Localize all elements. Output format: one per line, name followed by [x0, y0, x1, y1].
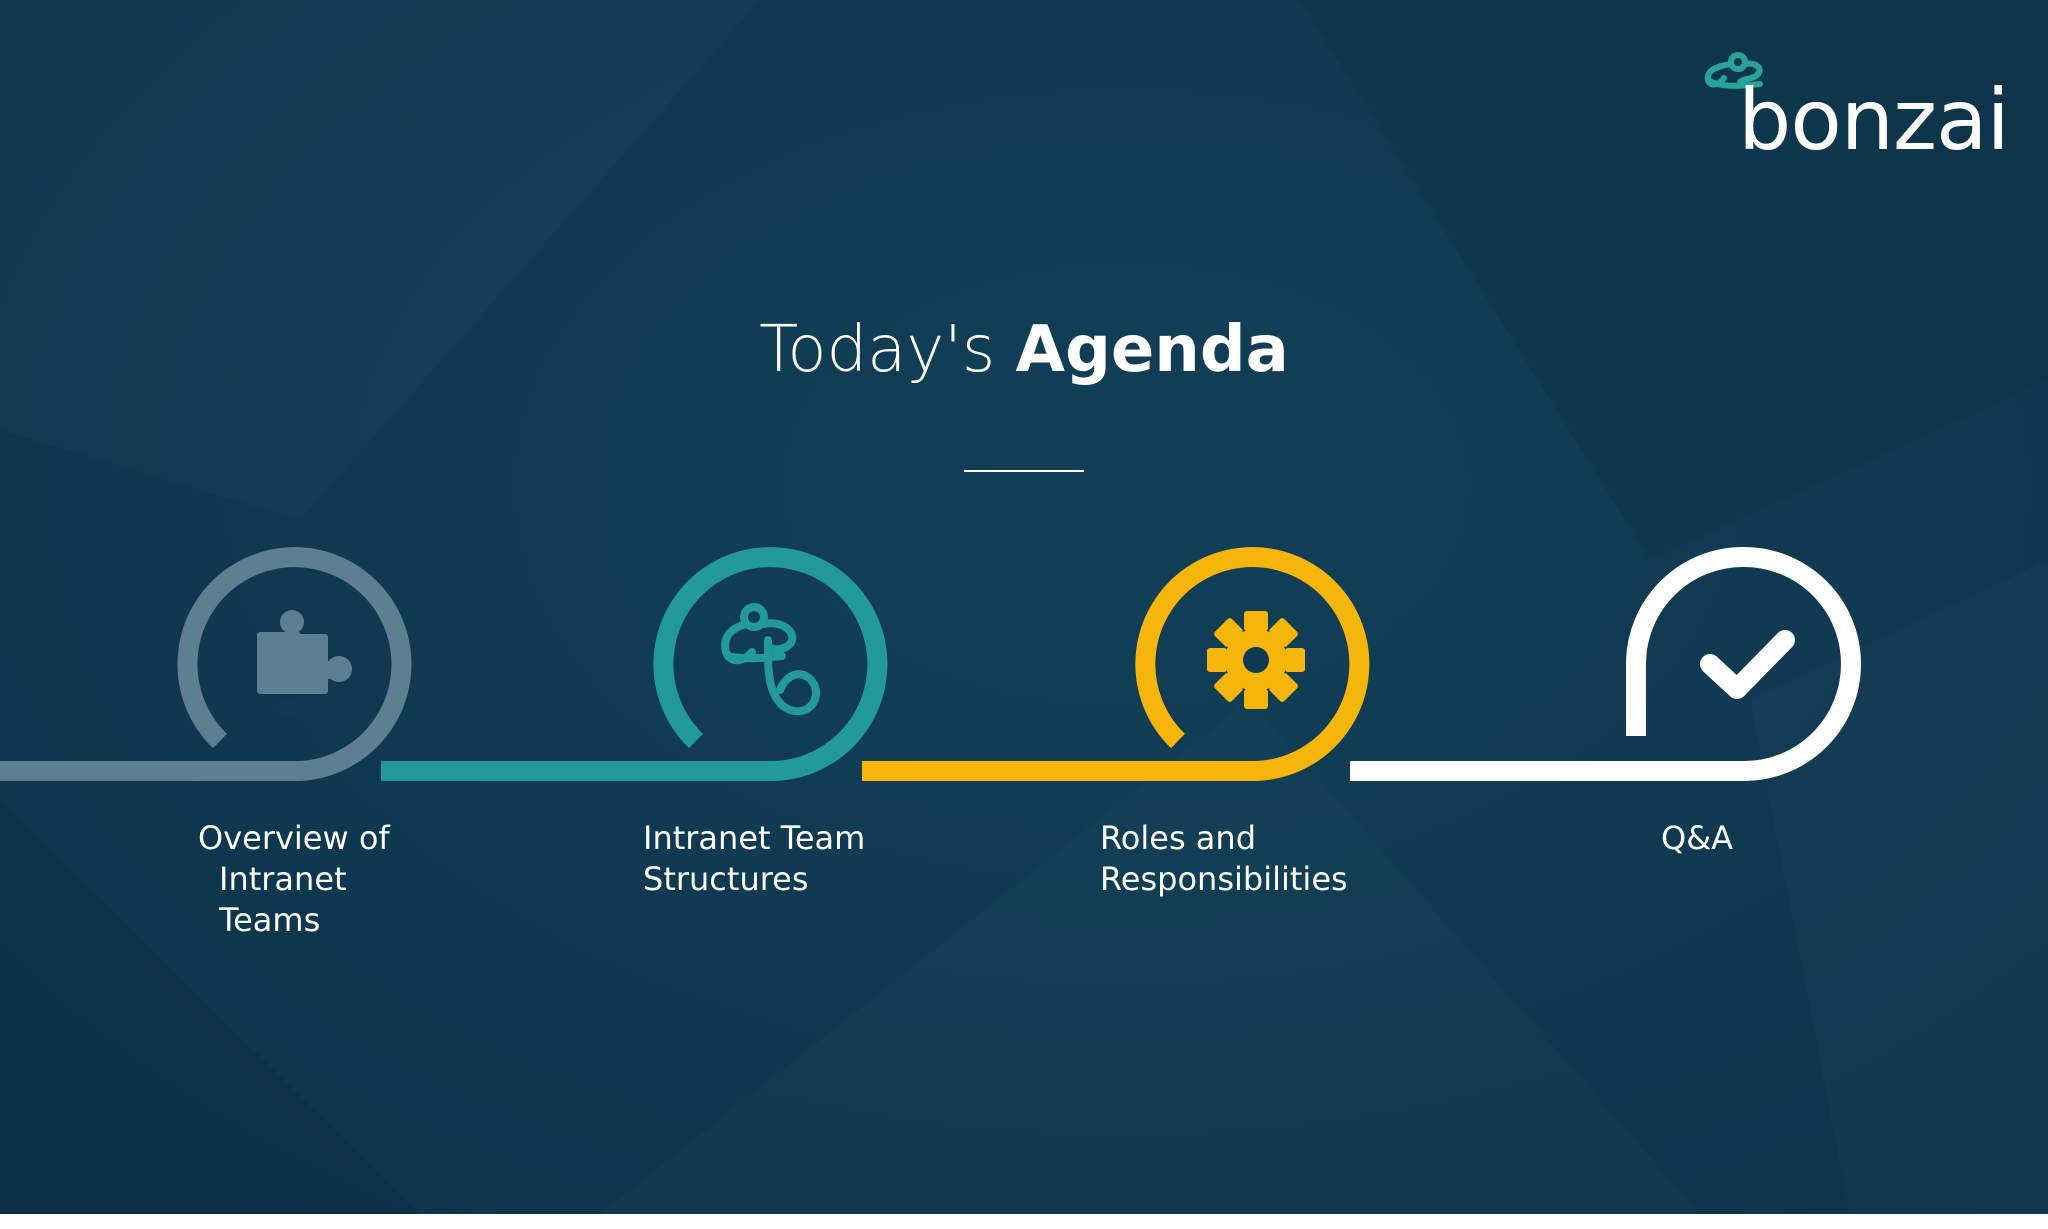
agenda-item-line: Q&A: [1661, 819, 1734, 857]
title-divider: [964, 470, 1084, 472]
bottom-strip: [0, 1214, 2048, 1229]
timeline-segment-2: [381, 547, 888, 781]
gear-icon: [1207, 611, 1305, 709]
agenda-item-line: Structures: [643, 860, 809, 898]
timeline-segment-3: [862, 547, 1370, 781]
agenda-item-line: Overview of: [198, 819, 390, 857]
title-bold: Agenda: [1015, 313, 1289, 387]
bonzai-mark-icon: [721, 603, 821, 716]
agenda-item-line: Intranet Team: [643, 819, 866, 857]
agenda-item-line: Roles and: [1100, 819, 1256, 857]
agenda-item-label-2: Intranet Team Structures: [643, 818, 865, 900]
agenda-item-label-3: Roles and Responsibilities: [1100, 818, 1348, 900]
title-light: Today's: [759, 313, 1016, 387]
agenda-item-line: Teams: [219, 901, 321, 939]
agenda-item-line: Intranet: [219, 860, 347, 898]
bonzai-logo: bonzai: [1700, 48, 2010, 168]
timeline-segment-1: [0, 547, 412, 781]
bonzai-mark-icon: [1704, 52, 1763, 89]
agenda-timeline: [0, 546, 1861, 781]
agenda-item-label-1: Overview of Intranet Teams: [198, 818, 390, 941]
brand-name: bonzai: [1738, 71, 2010, 169]
checkmark-icon: [1700, 630, 1795, 699]
agenda-item-line: Responsibilities: [1100, 860, 1348, 898]
page-title: Today's Agenda: [0, 318, 2048, 382]
timeline-segment-4: [1350, 546, 1861, 781]
agenda-item-label-4: Q&A: [1661, 818, 1733, 859]
puzzle-piece-icon: [257, 610, 352, 715]
